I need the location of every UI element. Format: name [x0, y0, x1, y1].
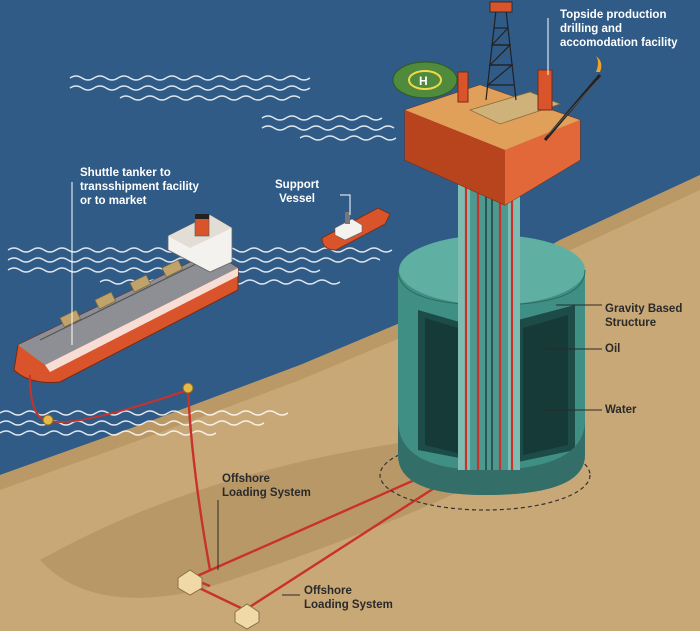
topside-platform: H [392, 1, 602, 206]
gbs-label-line-1: Gravity Based [605, 303, 683, 315]
offshore-loading-system-label-lower: Offshore Loading System [304, 584, 393, 612]
shuttle-tanker-label: Shuttle tanker to transshipment facility… [80, 166, 199, 208]
shuttle-tanker-label-line-2: transshipment facility [80, 181, 199, 193]
water-label: Water [605, 404, 637, 416]
leader-lines-dark [217, 304, 602, 596]
buoys [42, 382, 194, 426]
ols-lower-label-line-2: Loading System [304, 599, 393, 611]
shuttle-tanker [13, 213, 239, 383]
gravity-based-structure-label: Gravity Based Structure [605, 302, 682, 330]
shuttle-tanker-label-line-1: Shuttle tanker to [80, 167, 171, 179]
topside-label-line-3: accomodation facility [560, 37, 678, 49]
oil-label: Oil [605, 343, 621, 355]
ols-upper-label-line-2: Loading System [222, 487, 311, 499]
support-vessel [321, 207, 391, 251]
topside-label-line-1: Topside production [560, 9, 667, 21]
support-vessel-label: Support Vessel [275, 178, 319, 206]
support-vessel-label-line-2: Vessel [279, 193, 315, 205]
shuttle-tanker-label-line-3: or to market [80, 195, 147, 207]
offshore-loading-system-label-upper: Offshore Loading System [222, 472, 311, 500]
seabed-edge [0, 175, 700, 490]
svg-text:H: H [419, 74, 428, 88]
ols-upper-label-line-1: Offshore [222, 473, 270, 485]
ols-lower-label-line-1: Offshore [304, 585, 352, 597]
support-vessel-label-line-1: Support [275, 179, 320, 191]
leader-lines-light [71, 18, 549, 345]
topside-label: Topside production drilling and accomoda… [560, 8, 678, 50]
topside-label-line-2: drilling and [560, 23, 622, 35]
gbs-label-line-2: Structure [605, 317, 657, 329]
loading-system-bases [177, 569, 260, 630]
gravity-based-structure [397, 235, 586, 495]
gbs-shaft [458, 170, 520, 470]
